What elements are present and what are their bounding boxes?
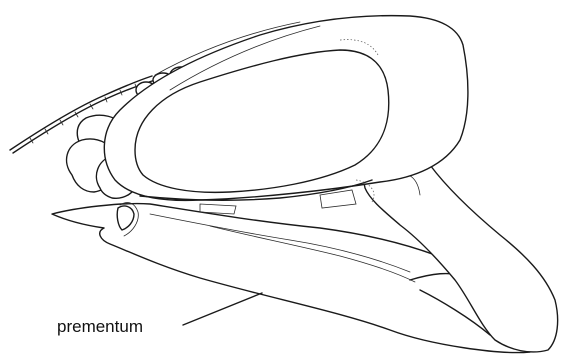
- prementum-label: prementum: [57, 317, 143, 336]
- prementum-leader-line: [183, 293, 262, 325]
